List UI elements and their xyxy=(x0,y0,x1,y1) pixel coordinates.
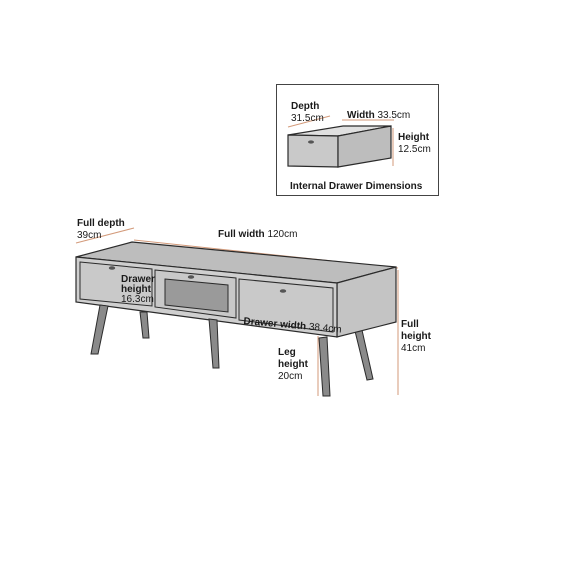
full-width-text: Full width 120cm xyxy=(218,229,297,240)
front-right-leg xyxy=(318,336,331,397)
inset-depth-label: Depth xyxy=(291,101,320,112)
left-drawer xyxy=(79,261,153,307)
leg-height-value: 20cm xyxy=(278,371,303,382)
left-drawer-handle xyxy=(108,266,116,270)
inset-depth-value: 31.5cm xyxy=(291,113,324,124)
full-depth-dim-line xyxy=(75,227,135,244)
leg-height-label-2: height xyxy=(278,359,308,370)
full-height-value: 41cm xyxy=(401,343,426,354)
full-depth-label: Full depth xyxy=(77,218,125,229)
inset-caption: Internal Drawer Dimensions xyxy=(290,181,423,192)
back-left-leg xyxy=(139,311,150,339)
tv-unit-illustration xyxy=(75,227,399,397)
right-drawer-handle xyxy=(279,289,287,293)
full-width-label: Full width xyxy=(218,229,265,240)
full-width-value: 120cm xyxy=(267,229,298,240)
internal-drawer-panel xyxy=(276,84,439,196)
inset-height-value: 12.5cm xyxy=(398,144,431,155)
depth-dim-line xyxy=(287,115,331,128)
right-drawer xyxy=(238,278,334,333)
front-left-leg xyxy=(90,304,109,355)
center-drawer-handle xyxy=(187,275,195,279)
inset-width-value: 33.5cm xyxy=(377,110,411,121)
drawer-height-label-1: Drawer xyxy=(121,274,155,285)
drawer-box-illustration xyxy=(287,115,394,168)
full-height-label-1: Full xyxy=(401,319,419,330)
inset-width-label: Width xyxy=(347,110,375,121)
back-right-leg xyxy=(354,329,374,381)
inset-width-text: Width 33.5cm xyxy=(347,110,410,121)
center-glass-panel xyxy=(164,278,229,313)
drawer-box-side xyxy=(337,125,392,168)
drawer-height-value: 16.3cm xyxy=(121,294,154,305)
leg-height-label-1: Leg xyxy=(278,347,296,358)
drawer-box-hole xyxy=(308,140,314,144)
full-height-label-2: height xyxy=(401,331,431,342)
drawer-height-label-2: height xyxy=(121,284,151,295)
drawer-box-front xyxy=(287,134,339,168)
front-middle-leg xyxy=(208,318,220,369)
inset-height-label: Height xyxy=(398,132,430,143)
full-depth-value: 39cm xyxy=(77,230,102,241)
